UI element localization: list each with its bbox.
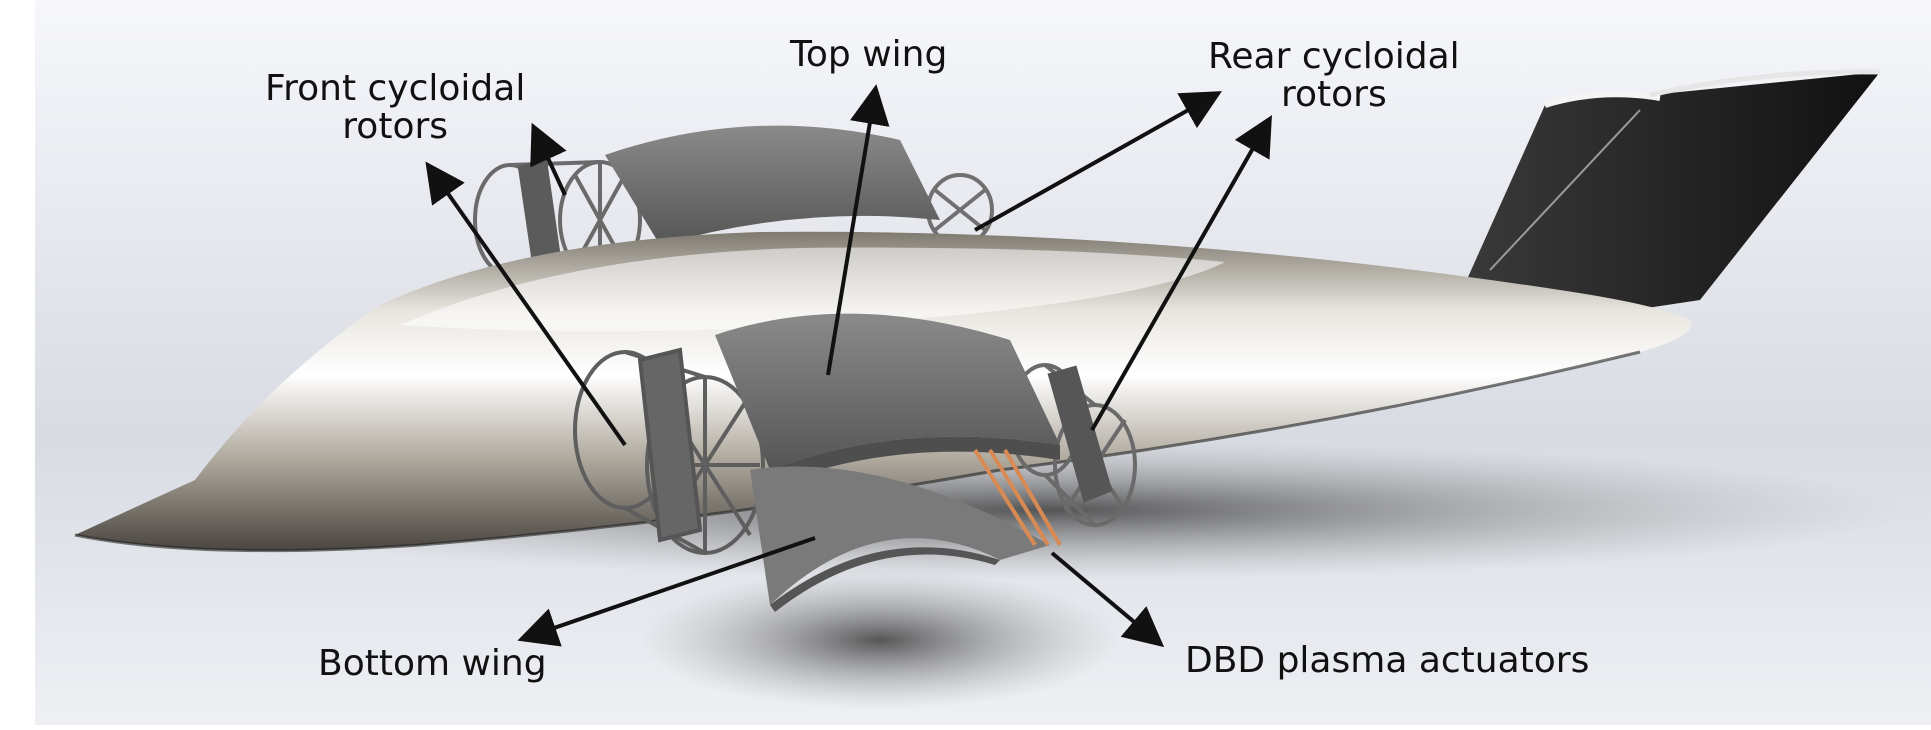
arrow-top-wing (826, 84, 890, 376)
label-front-cycloidal-rotors: Front cycloidal rotors (265, 70, 525, 146)
label-rear-rotors-line1: Rear cycloidal (1208, 36, 1460, 77)
rear-rotor-bottom (1008, 363, 1137, 527)
label-front-rotors-line2: rotors (342, 106, 449, 147)
arrow-rear-rotor-1 (974, 91, 1222, 232)
arrow-front-rotor-2 (425, 161, 627, 447)
label-dbd-plasma-actuators: DBD plasma actuators (1185, 642, 1589, 680)
label-front-rotors-line1: Front cycloidal (265, 68, 526, 109)
label-plasma-text: DBD plasma actuators (1185, 640, 1590, 681)
label-bottom-wing-text: Bottom wing (318, 643, 547, 684)
arrow-rear-rotor-2 (1090, 115, 1272, 431)
label-rear-rotors-line2: rotors (1280, 74, 1387, 115)
bottom-wing-shape (715, 313, 1060, 612)
arrow-bottom-wing (517, 536, 816, 647)
wing-shadow (640, 570, 1120, 710)
front-rotor-bottom (573, 347, 765, 555)
label-top-wing-text: Top wing (790, 34, 948, 75)
label-bottom-wing: Bottom wing (318, 645, 547, 683)
arrow-plasma (1050, 551, 1165, 648)
label-top-wing: Top wing (790, 36, 947, 74)
arrow-front-rotor-1 (530, 122, 567, 196)
tail-fin (1460, 69, 1881, 312)
label-rear-cycloidal-rotors: Rear cycloidal rotors (1208, 38, 1460, 114)
callout-arrows (425, 84, 1272, 648)
plasma-actuator-strips (973, 448, 1062, 547)
